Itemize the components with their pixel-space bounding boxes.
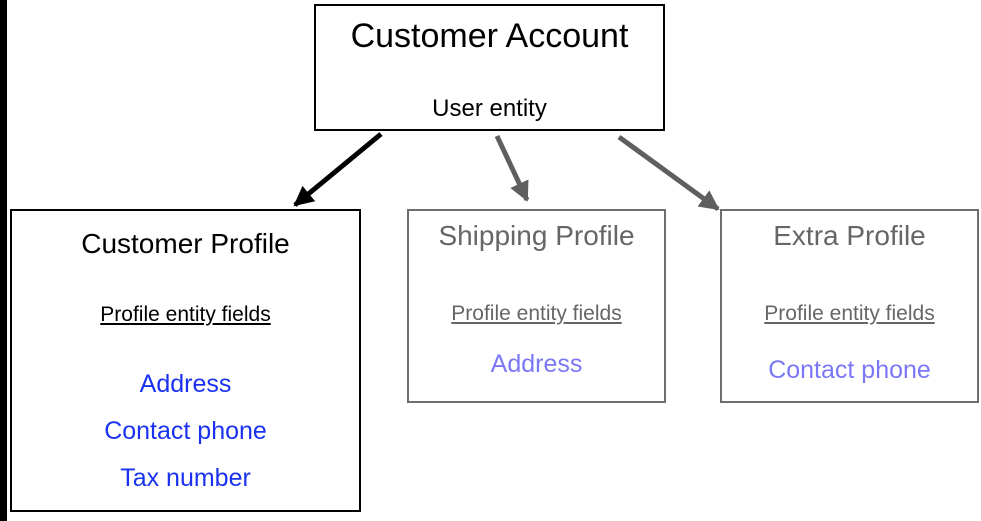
- customer-profile-field-contact-phone: Contact phone: [104, 417, 267, 445]
- shipping-profile-title: Shipping Profile: [438, 220, 635, 251]
- customer-profile-node: Customer Profile Profile entity fields A…: [10, 209, 361, 512]
- extra-profile-node: Extra Profile Profile entity fields Cont…: [720, 209, 979, 403]
- shipping-profile-fields-heading: Profile entity fields: [451, 302, 622, 325]
- customer-account-subtitle: User entity: [432, 95, 547, 122]
- customer-profile-field-address: Address: [139, 370, 232, 398]
- customer-profile-fields-heading: Profile entity fields: [100, 303, 271, 326]
- extra-profile-title: Extra Profile: [773, 220, 926, 251]
- customer-profile-field-tax-number: Tax number: [120, 464, 251, 492]
- extra-profile-field-contact-phone: Contact phone: [768, 356, 931, 384]
- customer-account-title: Customer Account: [350, 17, 629, 55]
- shipping-profile-field-address: Address: [490, 350, 583, 378]
- customer-account-node: Customer Account User entity: [314, 4, 665, 131]
- extra-profile-fields-heading: Profile entity fields: [764, 302, 935, 325]
- shipping-profile-node: Shipping Profile Profile entity fields A…: [407, 209, 666, 403]
- customer-profile-title: Customer Profile: [81, 228, 290, 259]
